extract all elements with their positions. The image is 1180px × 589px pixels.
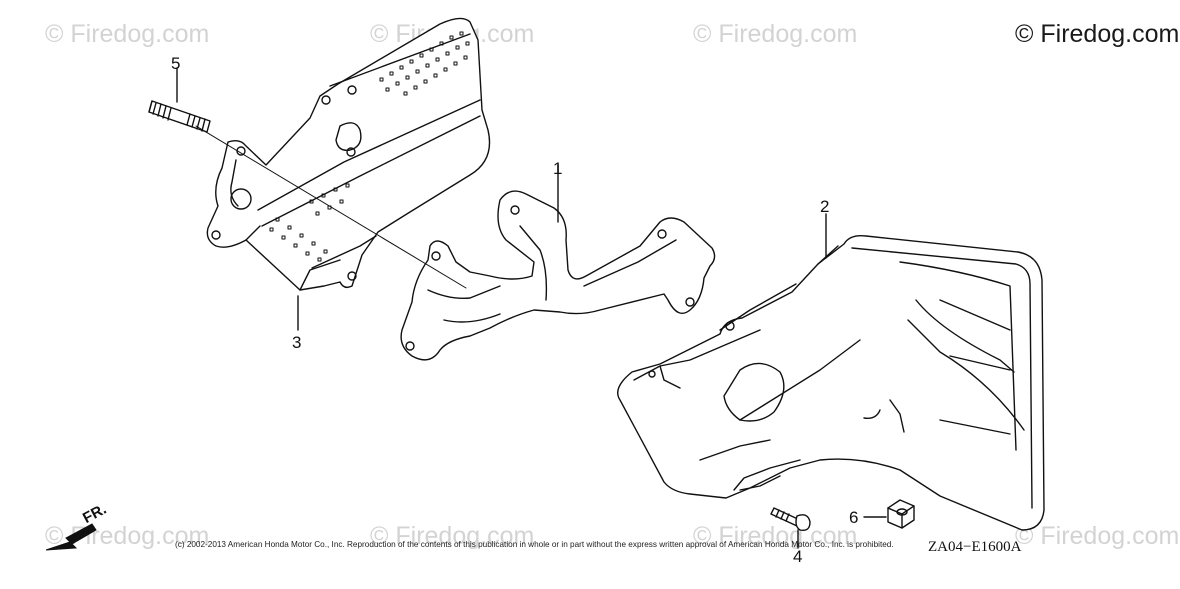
watermark-top-3: © Firedog.com xyxy=(693,20,858,48)
muffler-part xyxy=(617,213,1045,531)
callout-part-4: 4 xyxy=(793,547,803,566)
callout-part-3: 3 xyxy=(292,333,302,352)
watermark-top-1: © Firedog.com xyxy=(45,20,210,48)
watermark-prominent: © Firedog.com xyxy=(1015,20,1180,48)
callout-part-5: 5 xyxy=(171,54,181,73)
watermark-bottom-4: © Firedog.com xyxy=(1015,522,1180,550)
bolt-part xyxy=(770,507,811,549)
copyright-notice: (c) 2002-2013 American Honda Motor Co., … xyxy=(175,540,894,549)
watermark-bottom-3: © Firedog.com xyxy=(693,522,858,550)
callout-part-1: 1 xyxy=(553,159,563,178)
exhaust-pipe-part xyxy=(400,164,716,361)
stud-bolt-part xyxy=(148,67,211,133)
flange-nut-part xyxy=(863,499,915,529)
diagram-code: ZA04−E1600A xyxy=(928,539,1022,555)
callout-part-2: 2 xyxy=(820,197,830,216)
front-arrow-icon xyxy=(45,523,97,551)
heat-shield-part xyxy=(206,17,491,331)
watermark-bottom-2: © Firedog.com xyxy=(370,522,535,550)
callout-part-6: 6 xyxy=(849,508,859,527)
